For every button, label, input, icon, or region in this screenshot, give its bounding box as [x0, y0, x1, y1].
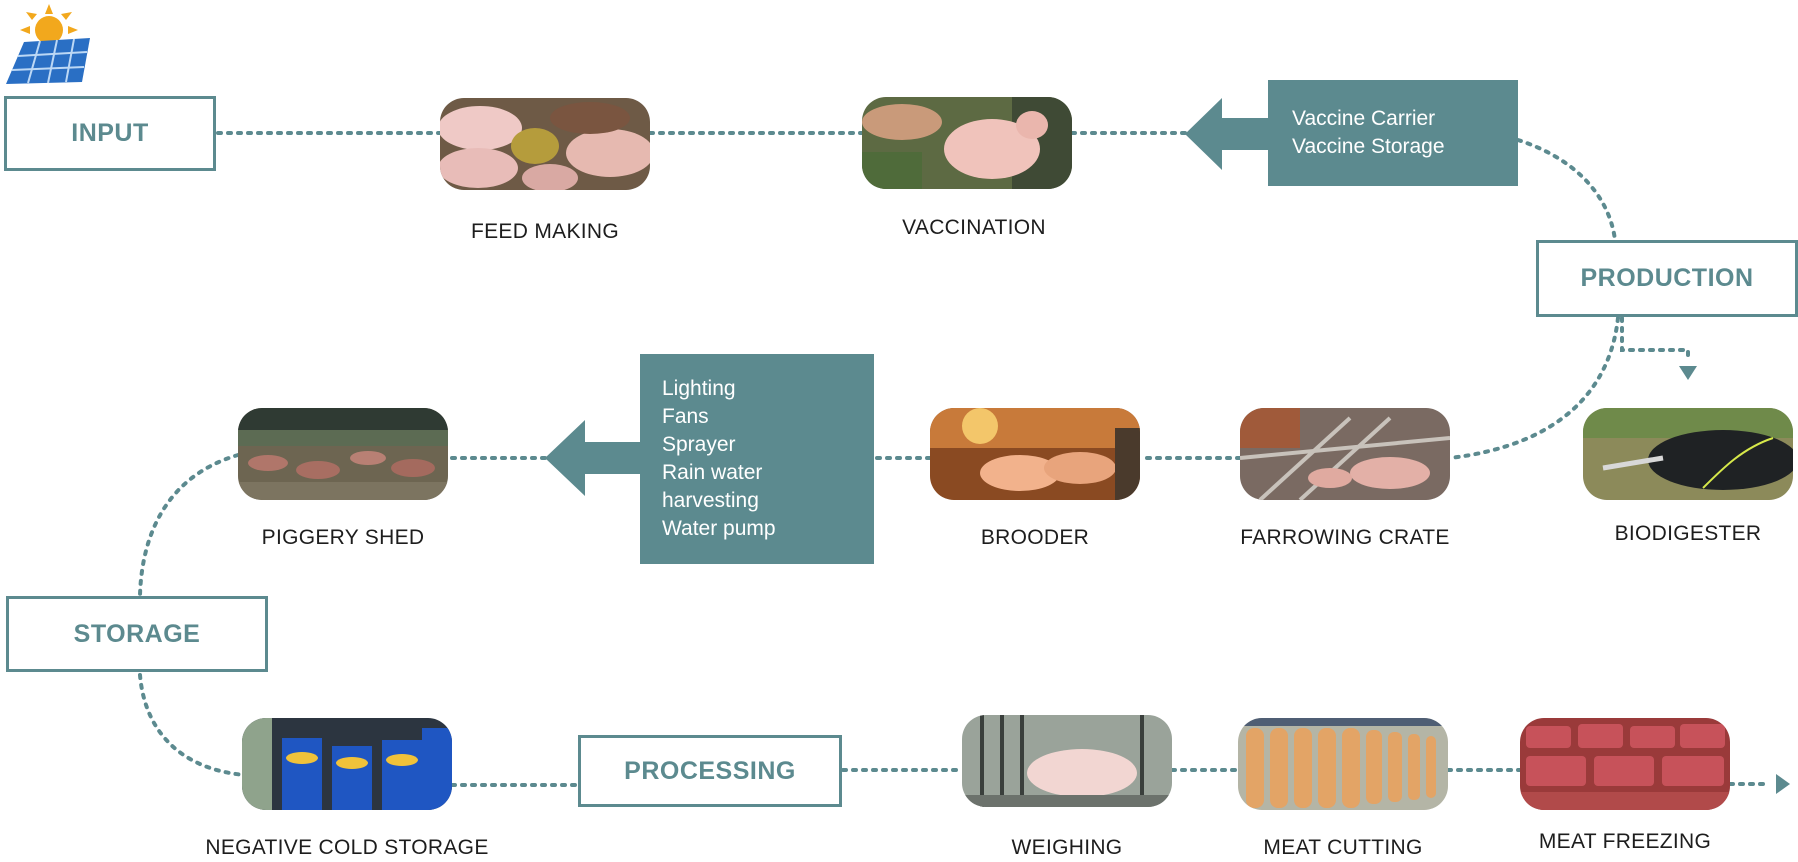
label-brooder: BROODER	[980, 526, 1090, 549]
stage-processing: PROCESSING	[578, 735, 842, 807]
label-meat-cutting: MEAT CUTTING	[1263, 836, 1423, 859]
node-weighing	[962, 715, 1172, 807]
stage-storage: STORAGE	[6, 596, 268, 672]
node-vaccination	[862, 97, 1072, 189]
connector-production-biodigester	[1620, 316, 1690, 364]
label-feed-making: FEED MAKING	[471, 220, 619, 243]
label-weighing: WEIGHING	[1011, 836, 1123, 859]
big-arrow-vaccine	[1185, 98, 1268, 170]
node-brooder	[930, 408, 1140, 500]
farrowing-crate-photo	[1240, 408, 1450, 500]
node-meat-cutting	[1238, 718, 1448, 810]
brooder-heat-lamp-photo	[930, 408, 1140, 500]
connector-production-farrowing	[1448, 316, 1620, 460]
vaccine-info-box: Vaccine Carrier Vaccine Storage	[1268, 80, 1518, 186]
connector-vaccine-production	[1516, 138, 1617, 242]
label-piggery-shed: PIGGERY SHED	[261, 526, 425, 549]
info-line: Vaccine Storage	[1292, 135, 1445, 158]
node-negative-cold-storage	[242, 718, 452, 810]
connector-storage-coldstorage	[138, 673, 247, 777]
connector-shed-storage	[138, 453, 240, 597]
node-farrowing-crate	[1240, 408, 1450, 500]
piglet-vaccination-photo	[862, 97, 1072, 189]
node-biodigester	[1583, 408, 1793, 500]
arrowhead-output	[1776, 774, 1790, 794]
info-line: Fans	[662, 405, 709, 428]
label-farrowing-crate: FARROWING CRATE	[1240, 526, 1450, 549]
hanging-carcasses-photo	[1238, 718, 1448, 810]
shed-equipment-info-box: Lighting Fans Sprayer Rain water harvest…	[640, 354, 874, 564]
node-meat-freezing	[1520, 718, 1730, 810]
frozen-meat-cuts-photo	[1520, 718, 1730, 810]
info-line: harvesting	[662, 489, 759, 512]
label-biodigester: BIODIGESTER	[1614, 522, 1762, 545]
node-piggery-shed	[238, 408, 448, 500]
info-line: Lighting	[662, 377, 736, 400]
node-feed-making	[440, 98, 650, 190]
info-line: Sprayer	[662, 433, 736, 456]
stage-input: INPUT	[4, 96, 216, 171]
blue-barrels-cold-storage-photo	[242, 718, 452, 810]
info-line: Water pump	[662, 517, 776, 540]
solar-panel-sun-icon	[6, 4, 90, 84]
label-negative-cold-storage: NEGATIVE COLD STORAGE	[205, 836, 489, 859]
big-arrow-equipment	[545, 420, 640, 496]
label-meat-freezing: MEAT FREEZING	[1538, 830, 1712, 853]
label-vaccination: VACCINATION	[902, 216, 1046, 239]
pig-on-scale-photo	[962, 715, 1172, 807]
stage-production: PRODUCTION	[1536, 240, 1798, 317]
arrowhead-biodigester	[1679, 366, 1697, 380]
solar-panel-logo	[2, 2, 92, 88]
info-line: Rain water	[662, 461, 763, 484]
pigs-eating-feed-photo	[440, 98, 650, 190]
biodigester-bag-photo	[1583, 408, 1793, 500]
piggery-shed-photo	[238, 408, 448, 500]
info-line: Vaccine Carrier	[1292, 107, 1436, 130]
